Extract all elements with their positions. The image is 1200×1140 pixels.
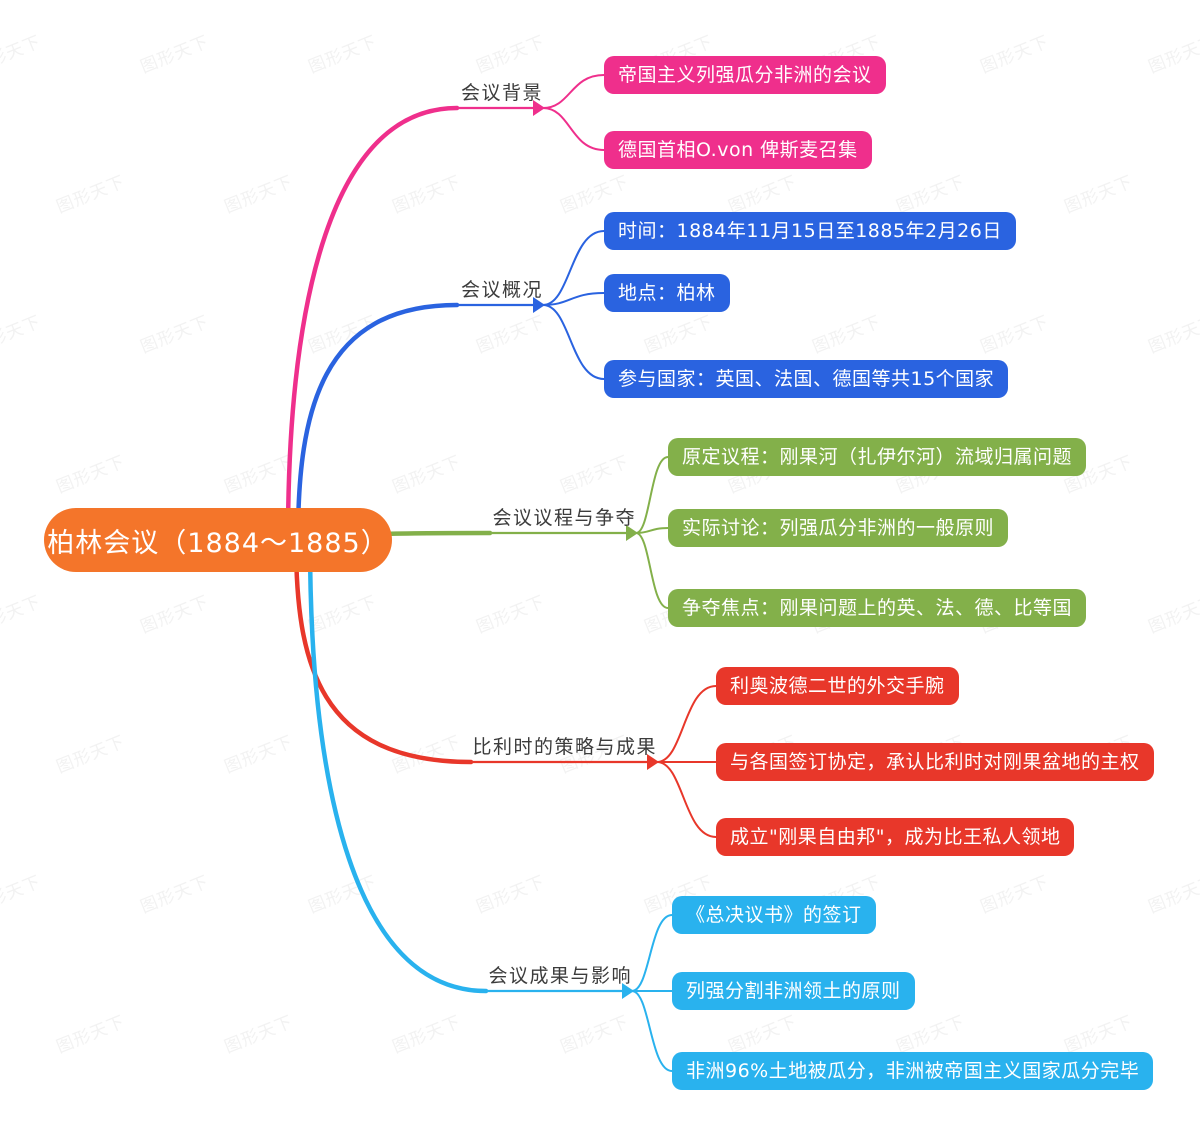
connector-curve xyxy=(635,532,669,609)
branch-label-text: 会议议程与争夺 xyxy=(492,507,636,529)
leaf-node-label: 时间：1884年11月15日至1885年2月26日 xyxy=(618,219,1002,242)
leaf-node[interactable]: 时间：1884年11月15日至1885年2月26日 xyxy=(604,212,1016,250)
leaf-node-label: 与各国签订协定，承认比利时对刚果盆地的主权 xyxy=(730,750,1140,773)
leaf-node[interactable]: 地点：柏林 xyxy=(604,274,730,312)
leaf-node-label: 德国首相O.von 俾斯麦召集 xyxy=(618,138,858,161)
leaf-node[interactable]: 帝国主义列强瓜分非洲的会议 xyxy=(604,56,886,94)
branch-arrow-icon xyxy=(533,297,545,313)
branch-label-3[interactable]: 比利时的策略与成果 xyxy=(472,732,657,762)
branch-label-2[interactable]: 会议议程与争夺 xyxy=(492,503,636,533)
leaf-node-label: 实际讨论：列强瓜分非洲的一般原则 xyxy=(682,516,995,539)
connector-curve xyxy=(542,107,605,151)
connector-curve xyxy=(631,990,673,1072)
connector-curve xyxy=(635,527,669,534)
connector-curve xyxy=(293,537,474,765)
leaf-node[interactable]: 利奥波德二世的外交手腕 xyxy=(716,667,959,705)
leaf-node[interactable]: 成立"刚果自由邦"，成为比王私人领地 xyxy=(716,818,1075,856)
branch-label-text: 会议成果与影响 xyxy=(488,965,632,987)
leaf-node[interactable]: 参与国家：英国、法国、德国等共15个国家 xyxy=(604,360,1009,398)
connector-curve xyxy=(656,685,717,763)
branch-arrow-icon xyxy=(622,983,634,999)
branch-label-text: 会议背景 xyxy=(460,82,543,104)
connector-curve xyxy=(656,761,717,838)
branch-label-4[interactable]: 会议成果与影响 xyxy=(488,961,632,991)
connector-curve xyxy=(295,302,460,543)
branch-arrow-icon xyxy=(647,754,659,770)
connector-curve xyxy=(631,914,673,992)
branch-label-text: 会议概况 xyxy=(460,279,543,301)
connector-curve xyxy=(542,292,605,306)
branch-label-1[interactable]: 会议概况 xyxy=(461,275,543,305)
leaf-node-label: 帝国主义列强瓜分非洲的会议 xyxy=(618,63,872,86)
connector-curve xyxy=(307,537,489,994)
leaf-node[interactable]: 《总决议书》的签订 xyxy=(672,896,876,934)
leaf-node[interactable]: 原定议程：刚果河（扎伊尔河）流域归属问题 xyxy=(668,438,1087,476)
branch-label-text: 比利时的策略与成果 xyxy=(472,736,657,758)
leaf-node-label: 原定议程：刚果河（扎伊尔河）流域归属问题 xyxy=(682,445,1073,468)
branch-arrow-icon xyxy=(626,525,638,541)
leaf-node-label: 地点：柏林 xyxy=(618,281,716,304)
connector-curve xyxy=(542,74,605,109)
leaf-node-label: 成立"刚果自由邦"，成为比王私人领地 xyxy=(730,825,1061,848)
leaf-node-label: 非洲96%土地被瓜分，非洲被帝国主义国家瓜分完毕 xyxy=(686,1059,1140,1082)
connector-curve xyxy=(285,105,460,543)
leaf-node[interactable]: 非洲96%土地被瓜分，非洲被帝国主义国家瓜分完毕 xyxy=(672,1052,1154,1090)
branch-label-0[interactable]: 会议背景 xyxy=(461,78,543,108)
branch-arrow-icon xyxy=(533,100,545,116)
connector-curve xyxy=(542,230,605,306)
leaf-node[interactable]: 争夺焦点：刚果问题上的英、法、德、比等国 xyxy=(668,589,1087,627)
leaf-node[interactable]: 实际讨论：列强瓜分非洲的一般原则 xyxy=(668,509,1009,547)
leaf-node-label: 参与国家：英国、法国、德国等共15个国家 xyxy=(618,367,995,390)
connector-curve xyxy=(542,304,605,380)
root-node-label: 柏林会议（1884～1885） xyxy=(47,527,389,559)
root-node[interactable]: 柏林会议（1884～1885） xyxy=(44,508,392,572)
leaf-node-label: 利奥波德二世的外交手腕 xyxy=(730,674,945,697)
connector-curve xyxy=(635,456,669,534)
leaf-node[interactable]: 德国首相O.von 俾斯麦召集 xyxy=(604,131,872,169)
leaf-node[interactable]: 列强分割非洲领土的原则 xyxy=(672,972,915,1010)
leaf-node-label: 《总决议书》的签订 xyxy=(686,903,862,926)
leaf-node-label: 争夺焦点：刚果问题上的英、法、德、比等国 xyxy=(682,596,1073,619)
leaf-node-label: 列强分割非洲领土的原则 xyxy=(686,979,901,1002)
leaf-node[interactable]: 与各国签订协定，承认比利时对刚果盆地的主权 xyxy=(716,743,1154,781)
